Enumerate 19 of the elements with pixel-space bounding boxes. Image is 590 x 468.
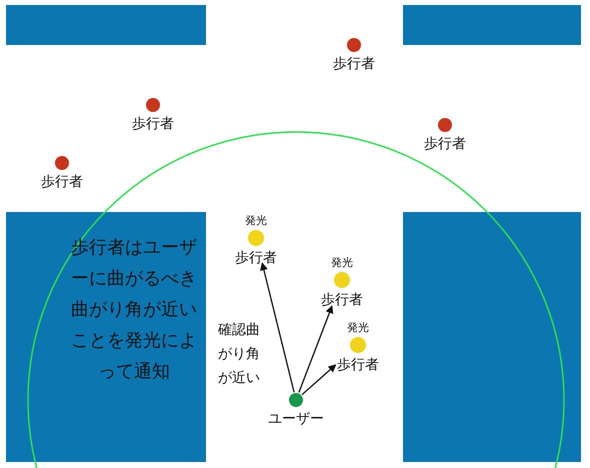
edge-label: 確認曲がり角が近い xyxy=(217,321,261,388)
glow-label: 発光 xyxy=(347,320,369,335)
glow-label: 発光 xyxy=(245,213,267,228)
building-block xyxy=(6,212,206,462)
pedestrian-label: 歩行者 xyxy=(132,115,174,133)
pedestrian-label: 歩行者 xyxy=(321,291,363,309)
pedestrian-label: 歩行者 xyxy=(41,173,83,191)
user-label: ユーザー xyxy=(268,410,324,428)
pedestrian-label: 歩行者 xyxy=(235,249,277,267)
arrow xyxy=(298,305,334,393)
building-block xyxy=(403,5,581,45)
building-block xyxy=(403,212,581,462)
arrow xyxy=(302,364,336,396)
pedestrian-label: 歩行者 xyxy=(337,356,379,374)
pedestrian-label: 歩行者 xyxy=(424,135,466,153)
pedestrian-label: 歩行者 xyxy=(333,55,375,73)
arrow xyxy=(260,262,295,392)
glow-label: 発光 xyxy=(331,255,353,270)
building-block xyxy=(6,5,206,45)
